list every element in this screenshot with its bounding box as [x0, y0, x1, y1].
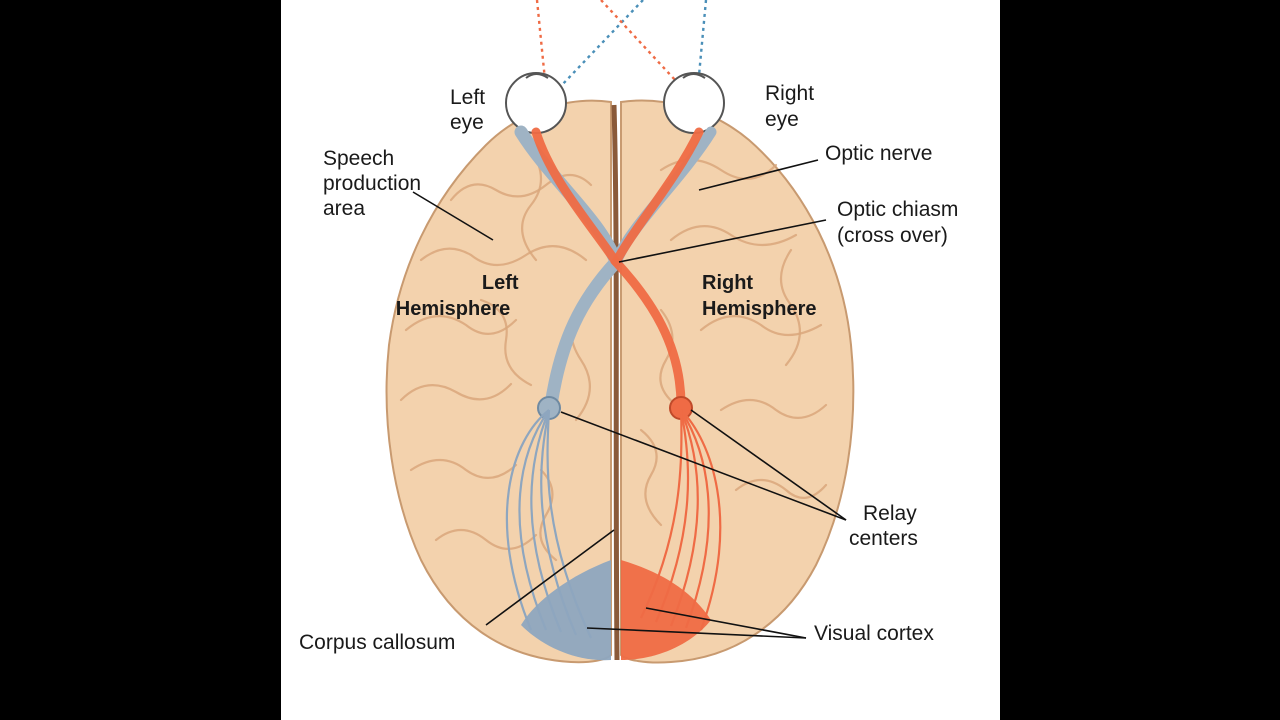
visual-pathway-diagram: Left eye Right eye Speech production are…: [299, 0, 964, 664]
relay-left-leader: [560, 411, 847, 521]
visual-cortex-left-leader: [586, 627, 807, 639]
diagram-panel: Left eye Right eye Speech production are…: [281, 0, 1000, 720]
right-eye-blue-ray: [691, 0, 708, 141]
corpus-callosum-leader: [485, 529, 615, 626]
left-hemisphere-label: Left Hemisphere: [396, 272, 524, 320]
optic-chiasm-leader: [618, 219, 827, 263]
speech-production-label: Speech production area: [323, 147, 427, 220]
left-eyeball: [505, 72, 567, 134]
right-visual-pathway: [531, 127, 722, 631]
right-visual-cortex: [621, 560, 711, 660]
right-hemisphere-label: Right Hemisphere: [702, 272, 817, 320]
right-eye-lens: [682, 73, 706, 79]
relay-centers-label: Relay centers: [849, 502, 923, 550]
leader-lines: [412, 159, 847, 639]
left-eye: [505, 72, 567, 134]
right-eyeball: [663, 72, 725, 134]
longitudinal-fissure: [611, 104, 620, 661]
corpus-callosum-label: Corpus callosum: [299, 631, 455, 654]
visual-cortex-label: Visual cortex: [814, 622, 934, 645]
brain: [385, 99, 855, 664]
speech-leader: [412, 191, 494, 241]
right-hemisphere-shape: [620, 99, 855, 664]
right-eye: [663, 72, 725, 134]
left-eye-label: Left eye: [450, 86, 491, 134]
right-eye-red-ray: [600, 0, 727, 136]
optic-nerve-label: Optic nerve: [825, 142, 932, 165]
left-hemisphere-shape: [385, 99, 612, 664]
optic-nerve-leader: [698, 159, 819, 191]
left-eye-red-ray: [535, 0, 553, 141]
right-eye-label: Right eye: [765, 82, 820, 131]
left-eye-lens: [525, 73, 549, 79]
optic-chiasm-label: Optic chiasm (cross over): [837, 198, 964, 247]
relay-right-leader: [690, 409, 847, 521]
visual-cortex-right-leader: [645, 607, 807, 639]
